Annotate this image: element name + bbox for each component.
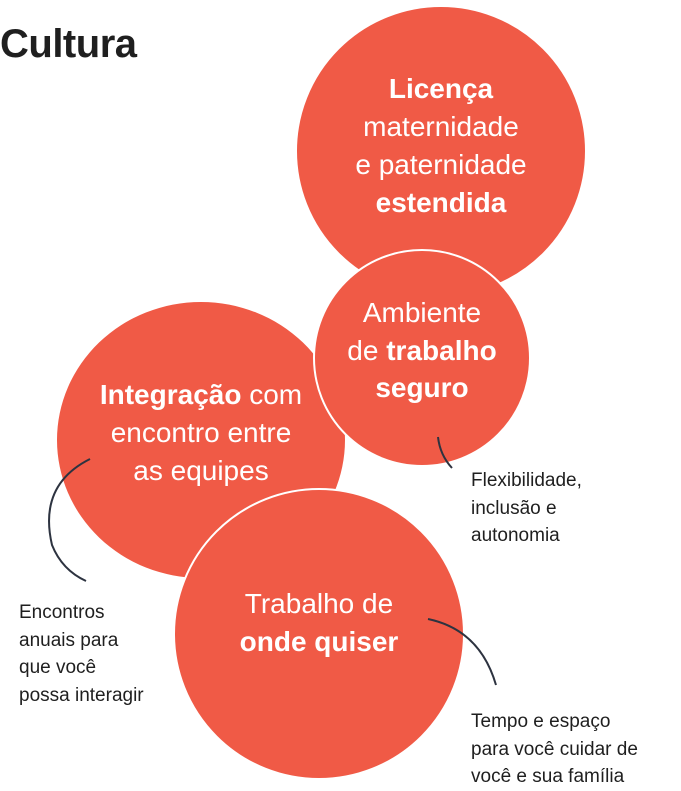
circle-trabalho-line1: Trabalho de [244, 588, 394, 620]
circle-integracao-text: Integração com encontro entre as equipes [100, 376, 302, 489]
circle-licenca: Licença maternidade e paternidade estend… [295, 5, 587, 297]
note-flex-line3: autonomia [471, 525, 560, 547]
note-encontros-line3: que você [19, 657, 97, 679]
circle-ambiente-line2: de [347, 334, 387, 366]
circle-ambiente: Ambiente de trabalho seguro [313, 249, 531, 467]
note-encontros-line4: possa interagir [19, 684, 144, 706]
circle-licenca-line4: estendida [375, 186, 507, 218]
circle-integracao-line2: encontro entre [110, 417, 292, 449]
note-tempo-line3: você e sua família [471, 766, 625, 788]
circle-trabalho-text: Trabalho de onde quiser [240, 585, 399, 661]
circle-ambiente-line2-bold: trabalho [386, 334, 497, 366]
circle-integracao-line3: as equipes [133, 454, 269, 486]
circle-ambiente-line1: Ambiente [362, 296, 482, 328]
circle-trabalho: Trabalho de onde quiser [173, 488, 465, 780]
page-title: Cultura [0, 22, 137, 66]
note-encontros-line2: anuais para [19, 629, 119, 651]
note-flex-line2: inclusão e [471, 497, 557, 519]
circle-ambiente-text: Ambiente de trabalho seguro [347, 294, 496, 407]
circle-integracao-line1: com [241, 379, 303, 411]
note-flex-line1: Flexibilidade, [471, 470, 582, 491]
circle-licenca-line1: Licença [388, 73, 494, 105]
circle-ambiente-line3: seguro [375, 372, 469, 404]
note-flexibilidade: Flexibilidade, inclusão e autonomia [471, 467, 671, 550]
note-tempo: Tempo e espaço para você cuidar de você … [471, 708, 676, 791]
note-encontros: Encontros anuais para que você possa int… [19, 599, 189, 709]
circle-licenca-text: Licença maternidade e paternidade estend… [355, 70, 526, 221]
note-tempo-line2: para você cuidar de [471, 738, 638, 760]
circle-trabalho-line2: onde quiser [239, 626, 399, 657]
circle-integracao-line1-bold: Integração [99, 379, 242, 411]
circle-licenca-line2: maternidade [363, 111, 519, 143]
note-tempo-line1: Tempo e espaço [471, 711, 611, 732]
circle-licenca-line3: e paternidade [355, 149, 527, 180]
circle-integracao: Integração com encontro entre as equipes [55, 300, 347, 580]
note-encontros-line1: Encontros [19, 602, 105, 623]
